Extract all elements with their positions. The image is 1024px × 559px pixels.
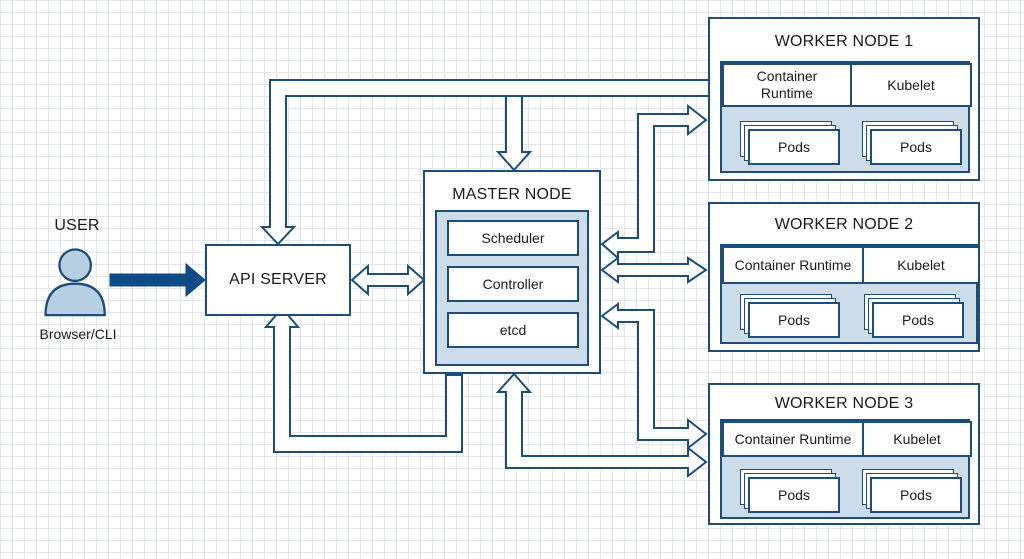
user-title: USER <box>54 217 100 234</box>
master-components-panel: Scheduler Controller etcd <box>435 210 589 366</box>
worker-2-container-runtime[interactable]: Container Runtime <box>722 246 864 284</box>
pipe-master-to-api <box>263 306 463 453</box>
pipe-worker1-to-api <box>259 79 710 246</box>
arrow-master-worker1 <box>600 103 708 261</box>
worker-2-pods-a[interactable]: Pods <box>748 302 840 338</box>
worker-node-2-title: WORKER NODE 2 <box>774 216 914 233</box>
arrow-master-worker3 <box>600 302 708 451</box>
worker-node-3-title: WORKER NODE 3 <box>774 395 914 412</box>
worker-node-2[interactable]: WORKER NODE 2 Container Runtime Kubelet … <box>708 202 980 352</box>
worker-1-container-runtime[interactable]: Container Runtime <box>722 63 852 107</box>
worker-3-pods-b[interactable]: Pods <box>870 477 962 513</box>
user-caption: Browser/CLI <box>39 326 117 342</box>
worker-3-kubelet[interactable]: Kubelet <box>862 421 972 457</box>
pipe-worker1-to-master <box>495 95 533 172</box>
arrow-master-worker3-bottom <box>495 372 708 479</box>
worker-node-1-title: WORKER NODE 1 <box>774 33 914 50</box>
worker-2-pods-b[interactable]: Pods <box>872 302 964 338</box>
worker-node-3-panel: Container Runtime Kubelet Pods Pods <box>720 419 972 519</box>
scheduler-box[interactable]: Scheduler <box>447 220 579 256</box>
worker-node-1[interactable]: WORKER NODE 1 Container Runtime Kubelet … <box>708 17 980 181</box>
controller-box[interactable]: Controller <box>447 266 579 302</box>
worker-node-2-panel: Container Runtime Kubelet Pods Pods <box>720 244 980 344</box>
master-node-title: MASTER NODE <box>452 186 572 203</box>
worker-node-3[interactable]: WORKER NODE 3 Container Runtime Kubelet … <box>708 383 980 525</box>
worker-node-1-panel: Container Runtime Kubelet Pods Pods <box>720 61 972 173</box>
worker-3-container-runtime[interactable]: Container Runtime <box>722 421 864 457</box>
arrow-user-api <box>109 262 206 298</box>
worker-1-pods-a[interactable]: Pods <box>748 129 840 165</box>
arrow-api-master <box>350 263 426 297</box>
worker-2-kubelet[interactable]: Kubelet <box>862 246 980 284</box>
api-server-label: API SERVER <box>229 271 327 288</box>
worker-1-pods-b[interactable]: Pods <box>870 129 962 165</box>
worker-3-pods-a[interactable]: Pods <box>748 477 840 513</box>
master-node-box[interactable]: MASTER NODE Scheduler Controller etcd <box>423 170 601 374</box>
api-server-box[interactable]: API SERVER <box>205 244 351 316</box>
etcd-box[interactable]: etcd <box>447 312 579 348</box>
worker-1-kubelet[interactable]: Kubelet <box>850 63 972 107</box>
arrow-master-worker2 <box>600 256 708 284</box>
user-icon <box>44 248 106 317</box>
